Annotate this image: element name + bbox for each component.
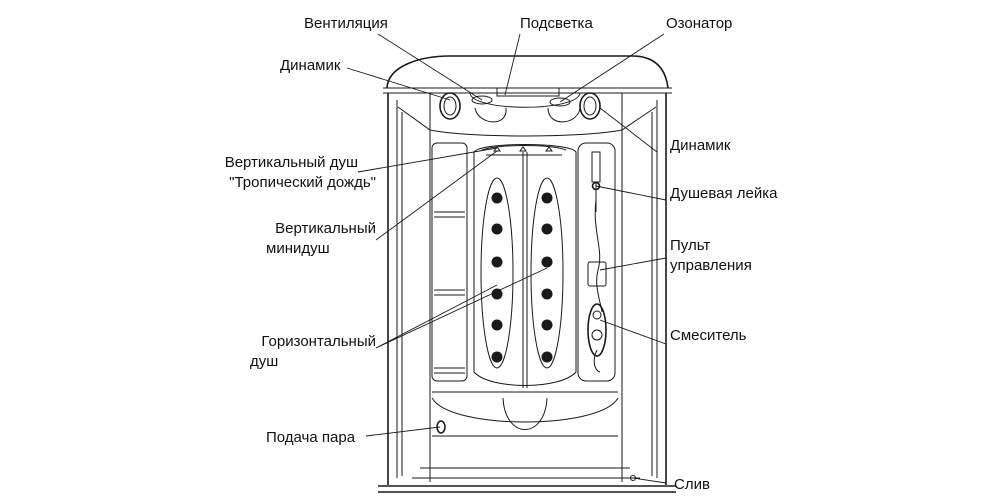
ceiling-inner bbox=[469, 92, 581, 108]
outer-frame-inner bbox=[396, 100, 658, 478]
label-mixer: Смеситель bbox=[670, 327, 747, 344]
label-tropical-shower-1: Вертикальный душ bbox=[224, 154, 358, 171]
label-tropical-shower-2: "Тропический дождь" bbox=[229, 174, 376, 191]
label-control-panel-1: Пульт bbox=[670, 237, 711, 254]
ventilation-grille-icon bbox=[471, 95, 493, 105]
mini-shower-nozzles bbox=[493, 146, 553, 152]
jet-panel-right bbox=[530, 177, 564, 369]
label-backlight: Подсветка bbox=[520, 15, 593, 32]
jet-icon bbox=[541, 256, 553, 268]
jet-icon bbox=[541, 192, 553, 204]
left-shelf-column bbox=[431, 142, 468, 382]
jet-panel-left bbox=[480, 177, 514, 369]
backlight-strip bbox=[496, 87, 560, 97]
shower-tray bbox=[412, 467, 640, 479]
shower-hose bbox=[594, 199, 603, 313]
jet-icon bbox=[491, 223, 503, 235]
jet-icon bbox=[491, 288, 503, 300]
label-horizontal-shower-2: душ bbox=[250, 353, 279, 370]
jet-icon bbox=[491, 351, 503, 363]
label-speaker-left: Динамик bbox=[280, 57, 341, 74]
left-glass-panel bbox=[397, 106, 431, 482]
label-horizontal-shower-1: Горизонтальный bbox=[261, 333, 376, 350]
label-speaker-right: Динамик bbox=[670, 137, 731, 154]
jet-icon bbox=[541, 351, 553, 363]
label-hand-shower: Душевая лейка bbox=[670, 185, 778, 202]
rain-shower-head bbox=[481, 145, 567, 156]
base-line bbox=[378, 485, 676, 493]
label-control-panel-2: управления bbox=[670, 257, 752, 274]
seat-back bbox=[502, 397, 548, 430]
ozonator-grille-icon bbox=[549, 97, 571, 107]
ceiling-module bbox=[429, 93, 623, 137]
jet-icon bbox=[541, 288, 553, 300]
horizontal-jets bbox=[491, 192, 553, 363]
speaker-left-icon bbox=[439, 92, 461, 120]
label-vertical-minishower-1: Вертикальный bbox=[275, 220, 376, 237]
control-panel-icon bbox=[587, 261, 607, 287]
jet-icon bbox=[541, 223, 553, 235]
label-ventilation: Вентиляция bbox=[304, 15, 388, 32]
jet-icon bbox=[541, 319, 553, 331]
label-drain: Слив bbox=[674, 476, 710, 493]
outer-frame bbox=[387, 93, 667, 485]
shower-rail bbox=[591, 151, 601, 212]
label-vertical-minishower-2: минидуш bbox=[266, 240, 330, 257]
right-equipment-column bbox=[577, 142, 616, 382]
jet-icon bbox=[491, 319, 503, 331]
hand-shower-icon bbox=[591, 181, 601, 191]
roof-dome bbox=[386, 55, 669, 89]
mixer-icon bbox=[587, 303, 607, 357]
label-ozonator: Озонатор bbox=[666, 15, 733, 32]
jet-icon bbox=[491, 192, 503, 204]
leader-lines bbox=[346, 33, 667, 484]
ceiling-lamps bbox=[474, 107, 581, 123]
jet-icon bbox=[491, 256, 503, 268]
speaker-right-icon bbox=[579, 92, 601, 120]
seat bbox=[431, 391, 619, 423]
back-panel bbox=[473, 144, 577, 386]
label-steam-supply: Подача пара bbox=[266, 429, 356, 446]
right-glass-panel bbox=[621, 106, 657, 482]
shelves bbox=[434, 211, 465, 374]
